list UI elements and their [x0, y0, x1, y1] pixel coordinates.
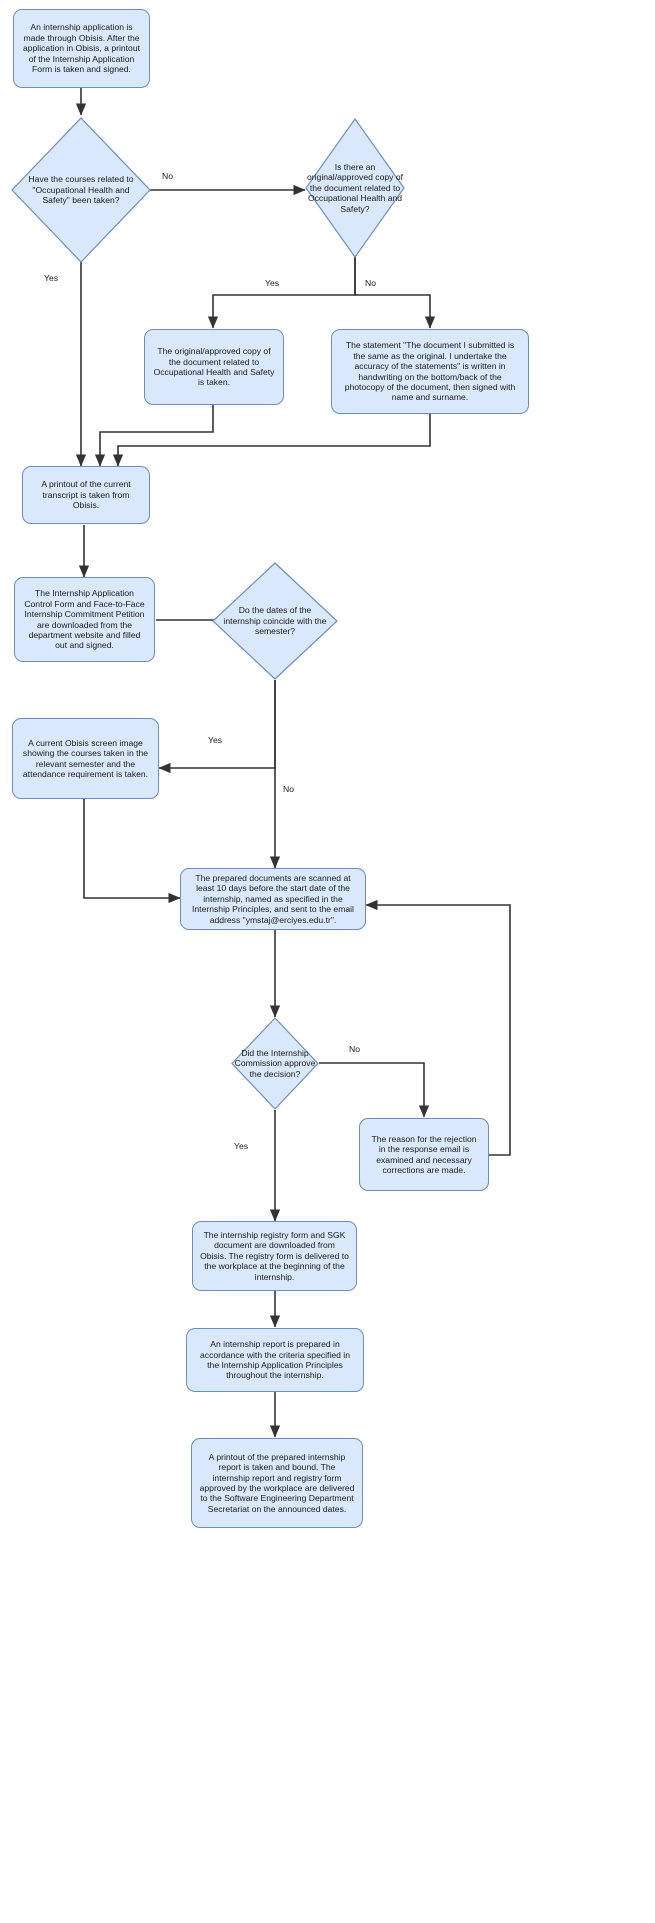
node-text: The Internship Application Control Form …	[24, 588, 145, 651]
edge-label-n2-no: No	[162, 171, 173, 181]
edge-label-n3-yes: Yes	[265, 278, 280, 288]
node-text: The original/approved copy of the docume…	[153, 346, 275, 388]
edge-label-n2-yes: Yes	[44, 273, 59, 283]
edge-label-n8-no: No	[283, 784, 294, 794]
node-handwritten-statement: The statement "The document I submitted …	[331, 329, 529, 414]
node-text: An internship application is made throug…	[22, 22, 141, 75]
diamond-shape-icon	[231, 1017, 319, 1110]
node-text: A current Obisis screen image showing th…	[22, 737, 149, 779]
node-text: A printout of the prepared internship re…	[199, 1451, 355, 1514]
node-internship-application: An internship application is made throug…	[13, 9, 150, 88]
node-control-form-petition: The Internship Application Control Form …	[14, 577, 155, 662]
edge-label-n3-no: No	[365, 278, 376, 288]
node-decision-commission-approval: Did the Internship Commission approve th…	[231, 1017, 319, 1110]
diamond-shape-icon	[212, 562, 338, 680]
node-scan-and-email-documents: The prepared documents are scanned at le…	[180, 868, 366, 930]
node-internship-report-prepared: An internship report is prepared in acco…	[186, 1328, 364, 1392]
node-transcript-printout: A printout of the current transcript is …	[22, 466, 150, 524]
edge-label-n11-yes: Yes	[234, 1141, 249, 1151]
node-text: An internship report is prepared in acco…	[200, 1339, 350, 1381]
node-take-approved-copy: The original/approved copy of the docume…	[144, 329, 284, 405]
node-registry-form-sgk: The internship registry form and SGK doc…	[192, 1221, 357, 1291]
node-text: The internship registry form and SGK doc…	[200, 1229, 349, 1282]
node-decision-dates-coincide: Do the dates of the internship coincide …	[212, 562, 338, 680]
node-text: Have the courses related to "Occupationa…	[28, 174, 134, 206]
node-decision-ohs-courses: Have the courses related to "Occupationa…	[11, 117, 151, 263]
node-text: A printout of the current transcript is …	[41, 479, 131, 511]
diamond-shape-icon	[11, 117, 151, 263]
node-rejection-reason-corrections: The reason for the rejection in the resp…	[359, 1118, 489, 1191]
node-text: The reason for the rejection in the resp…	[371, 1133, 477, 1175]
node-report-delivery-secretariat: A printout of the prepared internship re…	[191, 1438, 363, 1528]
edge-label-n8-yes: Yes	[208, 735, 223, 745]
node-decision-approved-copy: Is there an original/approved copy of th…	[305, 118, 405, 258]
edge-label-n11-no: No	[349, 1044, 360, 1054]
diamond-shape-icon	[305, 118, 405, 258]
node-text: Is there an original/approved copy of th…	[306, 161, 404, 214]
node-text: Did the Internship Commission approve th…	[234, 1047, 316, 1079]
node-text: The statement "The document I submitted …	[344, 340, 516, 403]
node-text: The prepared documents are scanned at le…	[192, 872, 354, 925]
node-obisis-screen-image: A current Obisis screen image showing th…	[12, 718, 159, 799]
node-text: Do the dates of the internship coincide …	[223, 605, 327, 637]
